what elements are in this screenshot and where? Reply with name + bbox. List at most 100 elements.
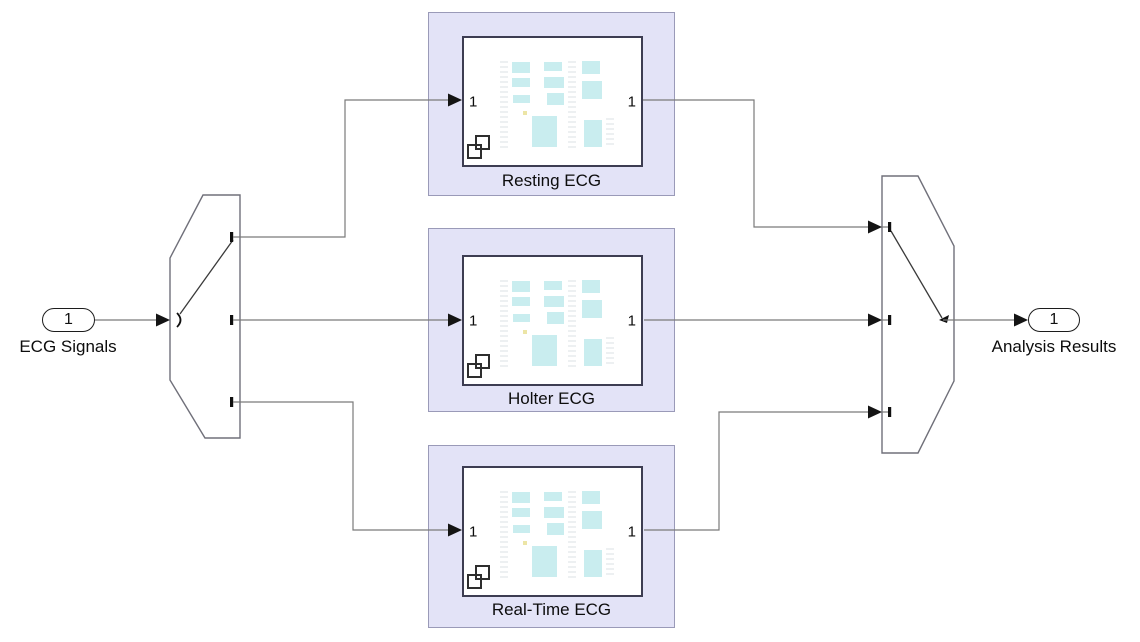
badge-front-square — [467, 363, 482, 378]
preview-block — [582, 280, 600, 293]
preview-faint-column — [568, 61, 576, 149]
preview-block — [544, 492, 562, 501]
preview-block — [582, 491, 600, 504]
subsystem-realtime-ecg[interactable]: 1 1 Real-Time ECG — [428, 445, 675, 628]
linked-model-badge-icon — [467, 135, 493, 162]
preview-block — [584, 550, 602, 577]
preview-block — [512, 508, 530, 517]
output-port-number: 1 — [627, 312, 636, 329]
input-port-number: 1 — [469, 312, 478, 329]
model-preview — [464, 38, 641, 165]
arrowhead-icon — [156, 313, 170, 327]
wire-realtime-to-merge[interactable] — [644, 405, 882, 531]
switch-input-hook-icon — [176, 312, 182, 328]
input-selector-block[interactable] — [169, 194, 241, 439]
preview-block — [532, 546, 557, 577]
preview-block — [582, 300, 602, 318]
preview-block — [512, 281, 530, 292]
input-port-number: 1 — [469, 93, 478, 110]
wire-selector-to-holter[interactable] — [233, 313, 462, 327]
wire-merge-to-output[interactable] — [943, 313, 1028, 327]
preview-block — [544, 296, 564, 307]
preview-block — [513, 95, 530, 103]
linked-model-badge-icon — [467, 565, 493, 592]
outport-number: 1 — [1049, 311, 1059, 328]
arrowhead-icon — [448, 523, 462, 537]
preview-faint-column — [606, 118, 614, 148]
preview-faint-column — [606, 337, 614, 367]
preview-dot — [523, 330, 527, 334]
merge-position-line — [890, 230, 943, 319]
subsystem-name: Resting ECG — [501, 171, 602, 190]
preview-block — [544, 77, 564, 88]
preview-faint-column — [568, 491, 576, 579]
wire-holter-to-merge[interactable] — [644, 313, 882, 327]
port-dash — [230, 232, 234, 242]
preview-block — [513, 314, 530, 322]
arrowhead-icon — [1014, 313, 1028, 327]
arrowhead-icon — [868, 220, 882, 234]
outport-label: Analysis Results — [991, 337, 1117, 356]
linked-model-badge-icon — [467, 354, 493, 381]
preview-faint-column — [500, 61, 508, 149]
wire-selector-to-realtime[interactable] — [233, 401, 462, 537]
preview-block — [547, 523, 564, 535]
preview-block — [547, 93, 564, 105]
arrowhead-icon — [868, 405, 882, 419]
preview-block — [513, 525, 530, 533]
inport-block[interactable]: 1 — [42, 308, 95, 332]
preview-block — [544, 281, 562, 290]
subsystem-holter-ecg[interactable]: 1 1 Holter ECG — [428, 228, 675, 412]
subsystem-inner-frame: 1 1 — [462, 36, 643, 167]
preview-block — [544, 507, 564, 518]
output-port-number: 1 — [627, 93, 636, 110]
subsystem-name: Real-Time ECG — [491, 600, 612, 619]
wire-selector-to-resting[interactable] — [233, 93, 462, 238]
wire-input-to-selector[interactable] — [95, 313, 170, 327]
arrowhead-icon — [448, 93, 462, 107]
preview-block — [582, 61, 600, 74]
preview-faint-column — [568, 280, 576, 368]
preview-faint-column — [500, 280, 508, 368]
outport-block[interactable]: 1 — [1028, 308, 1080, 332]
model-preview — [464, 257, 641, 384]
arrowhead-icon — [868, 313, 882, 327]
inport-number: 1 — [64, 311, 73, 328]
preview-block — [584, 120, 602, 147]
preview-faint-column — [500, 491, 508, 579]
badge-front-square — [467, 574, 482, 589]
badge-back-square — [475, 135, 490, 150]
input-port-number: 1 — [469, 523, 478, 540]
merge-output-hook-icon — [939, 315, 949, 323]
preview-dot — [523, 111, 527, 115]
preview-block — [584, 339, 602, 366]
preview-block — [512, 297, 530, 306]
badge-front-square — [467, 144, 482, 159]
preview-block — [582, 81, 602, 99]
port-dash — [888, 407, 892, 417]
subsystem-name: Holter ECG — [508, 389, 595, 408]
wire-resting-to-merge[interactable] — [643, 99, 882, 234]
output-port-number: 1 — [627, 523, 636, 540]
output-merge-block[interactable] — [881, 175, 955, 454]
preview-block — [532, 335, 557, 366]
preview-block — [547, 312, 564, 324]
badge-back-square — [475, 565, 490, 580]
subsystem-inner-frame: 1 1 — [462, 255, 643, 386]
preview-block — [582, 511, 602, 529]
preview-faint-column — [606, 548, 614, 578]
model-preview — [464, 468, 641, 595]
preview-block — [532, 116, 557, 147]
subsystem-resting-ecg[interactable]: 1 1 Resting ECG — [428, 12, 675, 196]
badge-back-square — [475, 354, 490, 369]
port-dash — [230, 315, 234, 325]
preview-block — [544, 62, 562, 71]
port-dash — [888, 222, 892, 232]
port-dash — [230, 397, 234, 407]
preview-block — [512, 62, 530, 73]
preview-dot — [523, 541, 527, 545]
preview-block — [512, 492, 530, 503]
port-dash — [888, 315, 892, 325]
